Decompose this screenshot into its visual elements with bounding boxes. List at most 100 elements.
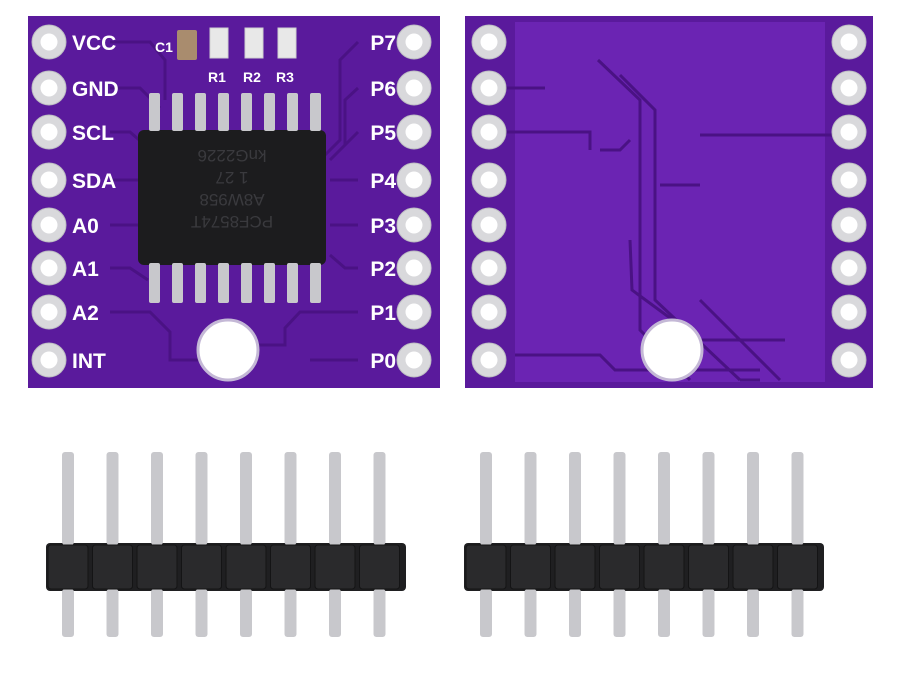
header-plastic-block (181, 544, 222, 590)
header-pin-bottom (151, 589, 163, 637)
header-pin-bottom (329, 589, 341, 637)
pin-header-right (464, 452, 824, 637)
front-left-pad-hole (40, 216, 58, 234)
back-left-pad-hole (480, 33, 498, 51)
pin-label-p2: P2 (370, 258, 396, 281)
chip-body (138, 130, 326, 265)
header-plastic-block (47, 544, 89, 590)
back-right-pad-hole (840, 79, 858, 97)
pin-label-int: INT (72, 350, 106, 373)
header-pin-bottom (373, 589, 386, 637)
header-plastic-block (225, 544, 267, 590)
header-pin-top (524, 452, 537, 545)
header-pin-bottom (569, 589, 581, 637)
header-plastic-block (688, 544, 729, 590)
back-left-pad-hole (480, 303, 498, 321)
header-pin-top (569, 452, 581, 545)
chip-pin-top (310, 93, 321, 131)
front-right-pad-hole (405, 216, 423, 234)
pin-label-p3: P3 (370, 215, 396, 238)
chip-marking-line-4: knG2226 (198, 146, 267, 165)
front-right-pad-hole (405, 259, 423, 277)
header-pin-top (613, 452, 626, 545)
header-plastic-block (359, 544, 400, 590)
chip-pin-bottom (241, 263, 252, 303)
back-left-pad-hole (480, 171, 498, 189)
header-plastic-block (777, 544, 818, 590)
resistor-r2 (244, 27, 264, 59)
pin-label-scl: SCL (72, 122, 114, 145)
resistor-r1 (209, 27, 229, 59)
front-right-pad-hole (405, 303, 423, 321)
pin-label-a1: A1 (72, 258, 99, 281)
header-pin-top (791, 452, 804, 545)
header-pin-bottom (195, 589, 208, 637)
back-right-pad-hole (840, 216, 858, 234)
pin-label-p4: P4 (370, 170, 396, 193)
header-pin-top (702, 452, 715, 545)
front-left-pad-hole (40, 351, 58, 369)
header-pin-bottom (62, 589, 74, 637)
pin-header-left (46, 452, 406, 637)
header-plastic-block (465, 544, 507, 590)
label-c1: C1 (155, 39, 173, 55)
chip-pin-bottom (172, 263, 183, 303)
header-plastic-block (92, 544, 133, 590)
pin-label-p5: P5 (370, 122, 396, 145)
header-pin-top (658, 452, 670, 545)
header-plastic-block (554, 544, 596, 590)
front-left-pad-hole (40, 259, 58, 277)
chip-pin-top (241, 93, 252, 131)
header-pin-bottom (747, 589, 759, 637)
header-pin-bottom (284, 589, 297, 637)
header-plastic-block (270, 544, 311, 590)
back-left-pad-hole (480, 216, 498, 234)
back-right-pad-hole (840, 171, 858, 189)
label-r1: R1 (208, 69, 226, 85)
header-pin-top (329, 452, 341, 545)
front-left-pad-hole (40, 79, 58, 97)
back-right-pad-hole (840, 351, 858, 369)
front-right-pad-hole (405, 351, 423, 369)
header-pin-top (373, 452, 386, 545)
label-r3: R3 (276, 69, 294, 85)
chip-pin-bottom (149, 263, 160, 303)
front-mounting-hole (196, 318, 260, 382)
chip-pins (149, 93, 321, 303)
pin-label-p6: P6 (370, 78, 396, 101)
chip-pin-top (264, 93, 275, 131)
header-pin-top (62, 452, 74, 545)
header-pin-top (284, 452, 297, 545)
front-left-pad-hole (40, 303, 58, 321)
chip-pin-top (287, 93, 298, 131)
header-pin-top (240, 452, 252, 545)
chip-pin-bottom (310, 263, 321, 303)
pin-label-p0: P0 (370, 350, 396, 373)
chip-pin-top (218, 93, 229, 131)
chip-ic: PCF8574T A8W958 1 27 knG2226 (138, 93, 326, 303)
back-left-pads (471, 24, 507, 378)
back-right-pad-hole (840, 33, 858, 51)
header-plastic-block (314, 544, 356, 590)
header-plastic-block (643, 544, 685, 590)
header-pin-top (480, 452, 492, 545)
back-right-pad-hole (840, 303, 858, 321)
header-plastic-block (136, 544, 178, 590)
front-right-pad-hole (405, 171, 423, 189)
header-pin-bottom (791, 589, 804, 637)
header-plastic-block (599, 544, 640, 590)
chip-pin-bottom (287, 263, 298, 303)
front-left-pad-hole (40, 33, 58, 51)
front-left-pad-hole (40, 123, 58, 141)
chip-pin-bottom (264, 263, 275, 303)
header-pin-top (106, 452, 119, 545)
header-pin-bottom (480, 589, 492, 637)
capacitor-c1 (177, 30, 197, 60)
front-left-pad-hole (40, 171, 58, 189)
smd-components (177, 27, 297, 60)
back-right-pad-hole (840, 259, 858, 277)
back-left-pad-hole (480, 259, 498, 277)
front-right-pad-hole (405, 79, 423, 97)
chip-marking-line-2: A8W958 (199, 190, 264, 209)
back-right-pad-hole (840, 123, 858, 141)
